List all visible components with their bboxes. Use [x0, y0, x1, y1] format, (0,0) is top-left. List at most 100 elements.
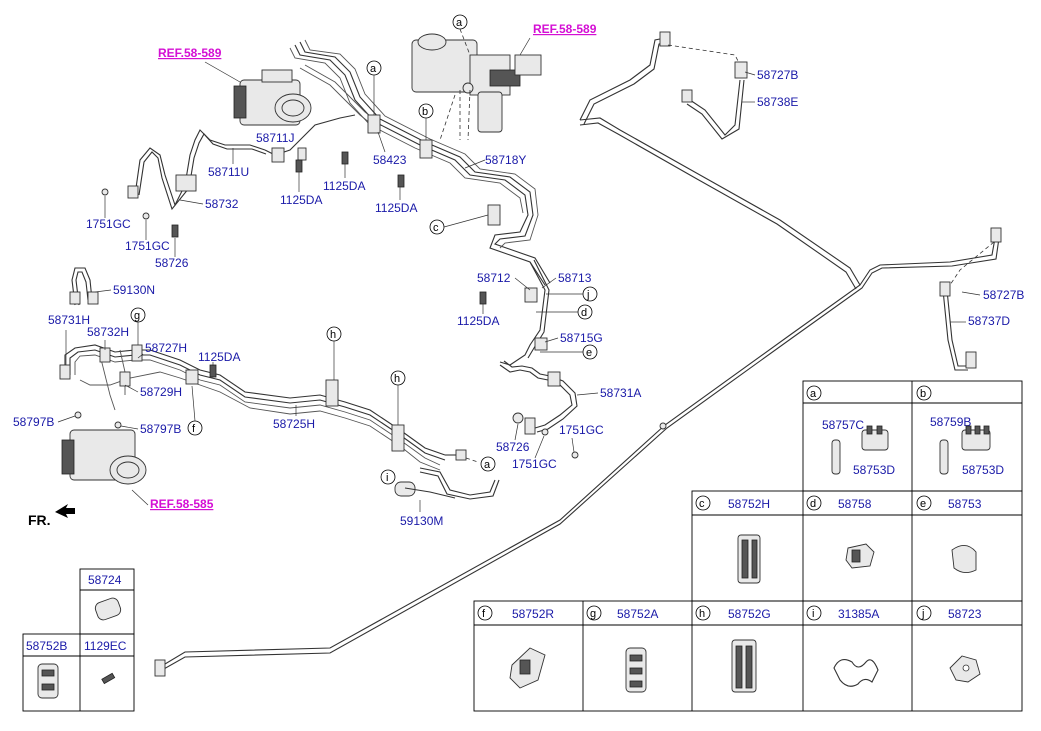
callout-58729H: 58729H — [140, 385, 182, 399]
marker-j[interactable]: j — [546, 286, 598, 302]
rear-hose-58738E — [681, 61, 748, 140]
cell-f-letter: f — [482, 608, 486, 620]
cell-c-part: 58752H — [728, 497, 770, 511]
callout-58731A: 58731A — [600, 386, 641, 400]
callouts: 58727B 58738E 58711J 58423 58718Y 58711U… — [13, 68, 1024, 528]
marker-d[interactable]: d — [536, 304, 593, 320]
front-right-hose — [499, 337, 579, 459]
callout-58738E: 58738E — [757, 95, 798, 109]
callout-1125DA-4: 1125DA — [457, 314, 499, 328]
front-left-hose — [127, 114, 356, 211]
table-cell-f[interactable]: f 58752R — [477, 605, 554, 689]
cell-c-letter: c — [699, 498, 705, 510]
marker-b[interactable]: b — [418, 103, 434, 140]
callout-1751GC-4: 1751GC — [512, 457, 557, 471]
callout-1125DA-3: 1125DA — [375, 201, 417, 215]
callout-58726-1: 58726 — [155, 256, 189, 270]
callout-58797B-right: 58797B — [140, 422, 181, 436]
marker-g[interactable]: g — [130, 307, 146, 345]
callout-59130M: 59130M — [400, 514, 443, 528]
callout-59130N: 59130N — [113, 283, 155, 297]
table-cell-d[interactable]: d 58758 — [806, 495, 875, 569]
left-parts-table — [22, 568, 135, 712]
callout-58727B-top: 58727B — [757, 68, 798, 82]
callout-1751GC-1: 1751GC — [86, 217, 131, 231]
table-cell-b[interactable]: b 58759B 58753D — [916, 385, 1004, 477]
ref-label-top-right[interactable]: REF.58-589 — [533, 22, 597, 36]
table-cell-h[interactable]: h 58752G — [695, 605, 771, 693]
callout-58712: 58712 — [477, 271, 511, 285]
abs-module-top — [233, 69, 312, 126]
svg-text:i: i — [386, 472, 388, 484]
cell-j-part: 58723 — [948, 607, 982, 621]
marker-e[interactable]: e — [540, 344, 598, 360]
table-cell-a[interactable]: a 58757C 58753D — [806, 385, 895, 477]
bolts-top — [101, 151, 487, 305]
svg-text:h: h — [330, 329, 336, 341]
callout-58726-2: 58726 — [496, 440, 530, 454]
svg-text:f: f — [192, 423, 196, 435]
marker-i[interactable]: i — [380, 469, 396, 485]
svg-text:b: b — [422, 106, 428, 118]
marker-a-mid[interactable]: a — [366, 60, 382, 115]
table-cell-j[interactable]: j 58723 — [916, 605, 982, 683]
marker-c[interactable]: c — [429, 214, 489, 235]
cell-f-part: 58752R — [512, 607, 554, 621]
callout-1751GC-3: 1751GC — [559, 423, 604, 437]
cell-e-letter: e — [920, 498, 926, 510]
callout-58737D: 58737D — [968, 314, 1010, 328]
circle-markers: a a b c j d e — [130, 14, 598, 485]
svg-text:a: a — [370, 63, 377, 75]
callout-58732: 58732 — [205, 197, 239, 211]
callout-58727B-right: 58727B — [983, 288, 1024, 302]
cell-j-letter: j — [921, 608, 924, 620]
left-cell-1129EC-label: 1129EC — [84, 639, 127, 653]
left-cell-58752B[interactable]: 58752B — [26, 639, 67, 699]
cell-h-letter: h — [699, 608, 705, 620]
parts-table — [473, 380, 1023, 712]
left-cell-1129EC[interactable]: 1129EC — [84, 639, 127, 685]
cell-a-letter: a — [810, 388, 817, 400]
marker-f[interactable]: f — [187, 385, 203, 436]
table-cell-c[interactable]: c 58752H — [695, 495, 770, 584]
front-brake-lines-bundle — [289, 39, 551, 366]
main-rear-brake-pipe — [154, 31, 1000, 677]
callout-58727H: 58727H — [145, 341, 187, 355]
table-cell-i[interactable]: i 31385A — [806, 605, 879, 687]
callout-1125DA-5: 1125DA — [198, 350, 240, 364]
ref-label-bottom[interactable]: REF.58-585 — [150, 497, 214, 511]
svg-text:g: g — [134, 310, 140, 322]
svg-text:h: h — [394, 373, 400, 385]
cell-b-part-2: 58753D — [962, 463, 1004, 477]
callout-1125DA-1: 1125DA — [323, 179, 365, 193]
front-direction-arrow: FR. — [28, 504, 75, 528]
lower-brake-lines — [59, 267, 500, 500]
marker-h-right[interactable]: h — [390, 370, 406, 425]
marker-h-left[interactable]: h — [326, 326, 342, 380]
callout-58718Y: 58718Y — [485, 153, 526, 167]
cell-b-part-1: 58759B — [930, 415, 971, 429]
svg-text:d: d — [581, 307, 587, 319]
left-cell-58724-label: 58724 — [88, 573, 122, 587]
left-cell-58724[interactable]: 58724 — [88, 573, 122, 622]
master-cylinder — [411, 33, 542, 141]
svg-text:a: a — [456, 17, 463, 29]
cell-d-letter: d — [810, 498, 816, 510]
callout-58711J: 58711J — [256, 131, 294, 145]
callout-1751GC-2: 1751GC — [125, 239, 170, 253]
table-cell-g[interactable]: g 58752A — [586, 605, 658, 693]
cell-a-part-2: 58753D — [853, 463, 895, 477]
cell-i-letter: i — [812, 608, 814, 620]
cell-g-letter: g — [590, 608, 596, 620]
clip-bracket-a — [831, 439, 841, 475]
rear-hose-58737D — [939, 227, 1002, 371]
cell-e-part: 58753 — [948, 497, 982, 511]
abs-module-bottom — [61, 429, 147, 485]
ref-label-top-left[interactable]: REF.58-589 — [158, 46, 222, 60]
marker-a-bottom[interactable]: a — [480, 456, 496, 472]
table-cell-e[interactable]: e 58753 — [916, 495, 982, 573]
cell-g-part: 58752A — [617, 607, 658, 621]
marker-a-top[interactable]: a — [452, 14, 471, 56]
